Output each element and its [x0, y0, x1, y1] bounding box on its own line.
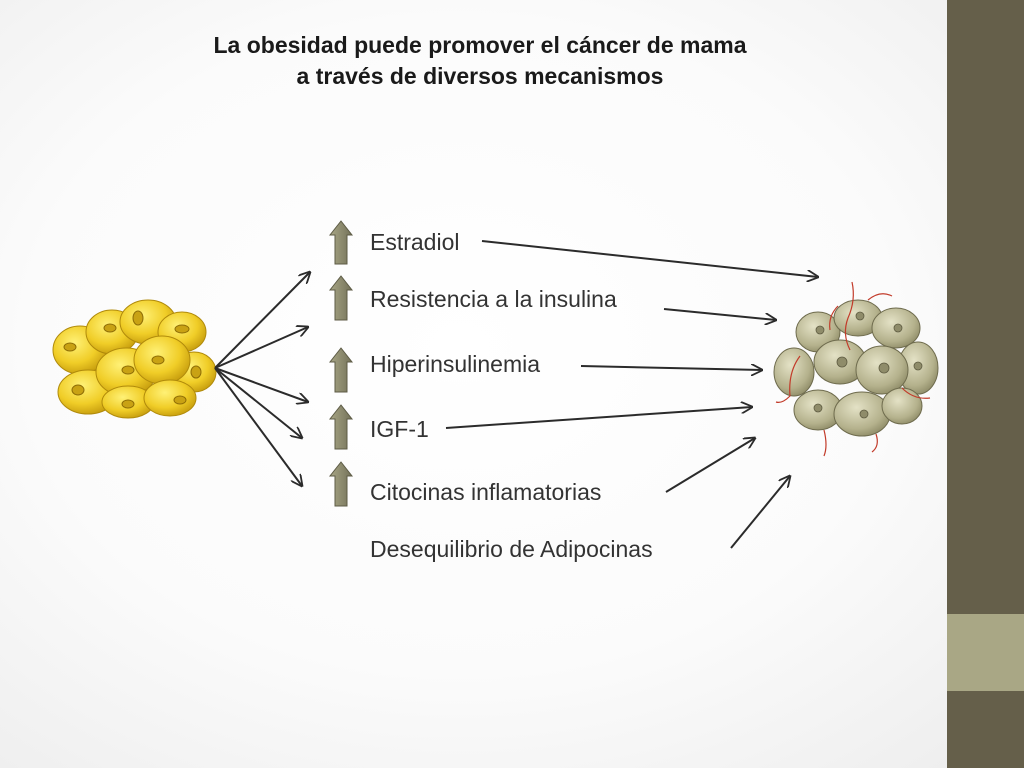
up-arrow-icon	[328, 404, 354, 450]
fan-arrows	[214, 272, 310, 486]
label-desequilibrio-adipocinas: Desequilibrio de Adipocinas	[370, 536, 653, 562]
arrow-fat-to-igf1	[214, 367, 302, 438]
title-line-2: a través de diversos mecanismos	[296, 63, 664, 89]
label-estradiol: Estradiol	[370, 229, 460, 255]
label-hiperinsulinemia: Hiperinsulinemia	[370, 351, 541, 377]
arrow-estradiol-to-tumor	[481, 240, 818, 277]
arrow-fat-to-hiperinsulinemia	[214, 367, 308, 402]
tumor-arrows	[445, 240, 818, 549]
up-arrow-icon	[328, 461, 354, 507]
arrow-adipocinas-to-tumor	[730, 476, 790, 549]
fat-cells-illustration	[52, 299, 217, 419]
label-resistencia-insulina: Resistencia a la insulina	[370, 286, 617, 312]
arrow-fat-to-citocinas	[214, 367, 302, 486]
arrow-fat-to-estradiol	[214, 272, 310, 369]
arrow-resistencia-to-tumor	[663, 308, 776, 320]
arrow-citocinas-to-tumor	[665, 438, 755, 493]
tumor-cells-illustration	[773, 281, 939, 457]
arrow-hiperinsulinemia-to-tumor	[580, 366, 762, 370]
label-citocinas-inflamatorias: Citocinas inflamatorias	[370, 479, 602, 505]
up-arrow-icon	[328, 347, 354, 393]
label-igf1: IGF-1	[370, 416, 429, 442]
sidebar-accent-block	[947, 614, 1024, 691]
arrow-fat-to-resistencia	[214, 327, 308, 369]
slide-title: La obesidad puede promover el cáncer de …	[90, 30, 870, 92]
increase-indicators	[328, 220, 354, 507]
title-line-1: La obesidad puede promover el cáncer de …	[213, 32, 747, 58]
arrow-igf1-to-tumor	[445, 407, 752, 429]
up-arrow-icon	[328, 220, 354, 265]
up-arrow-icon	[328, 275, 354, 321]
